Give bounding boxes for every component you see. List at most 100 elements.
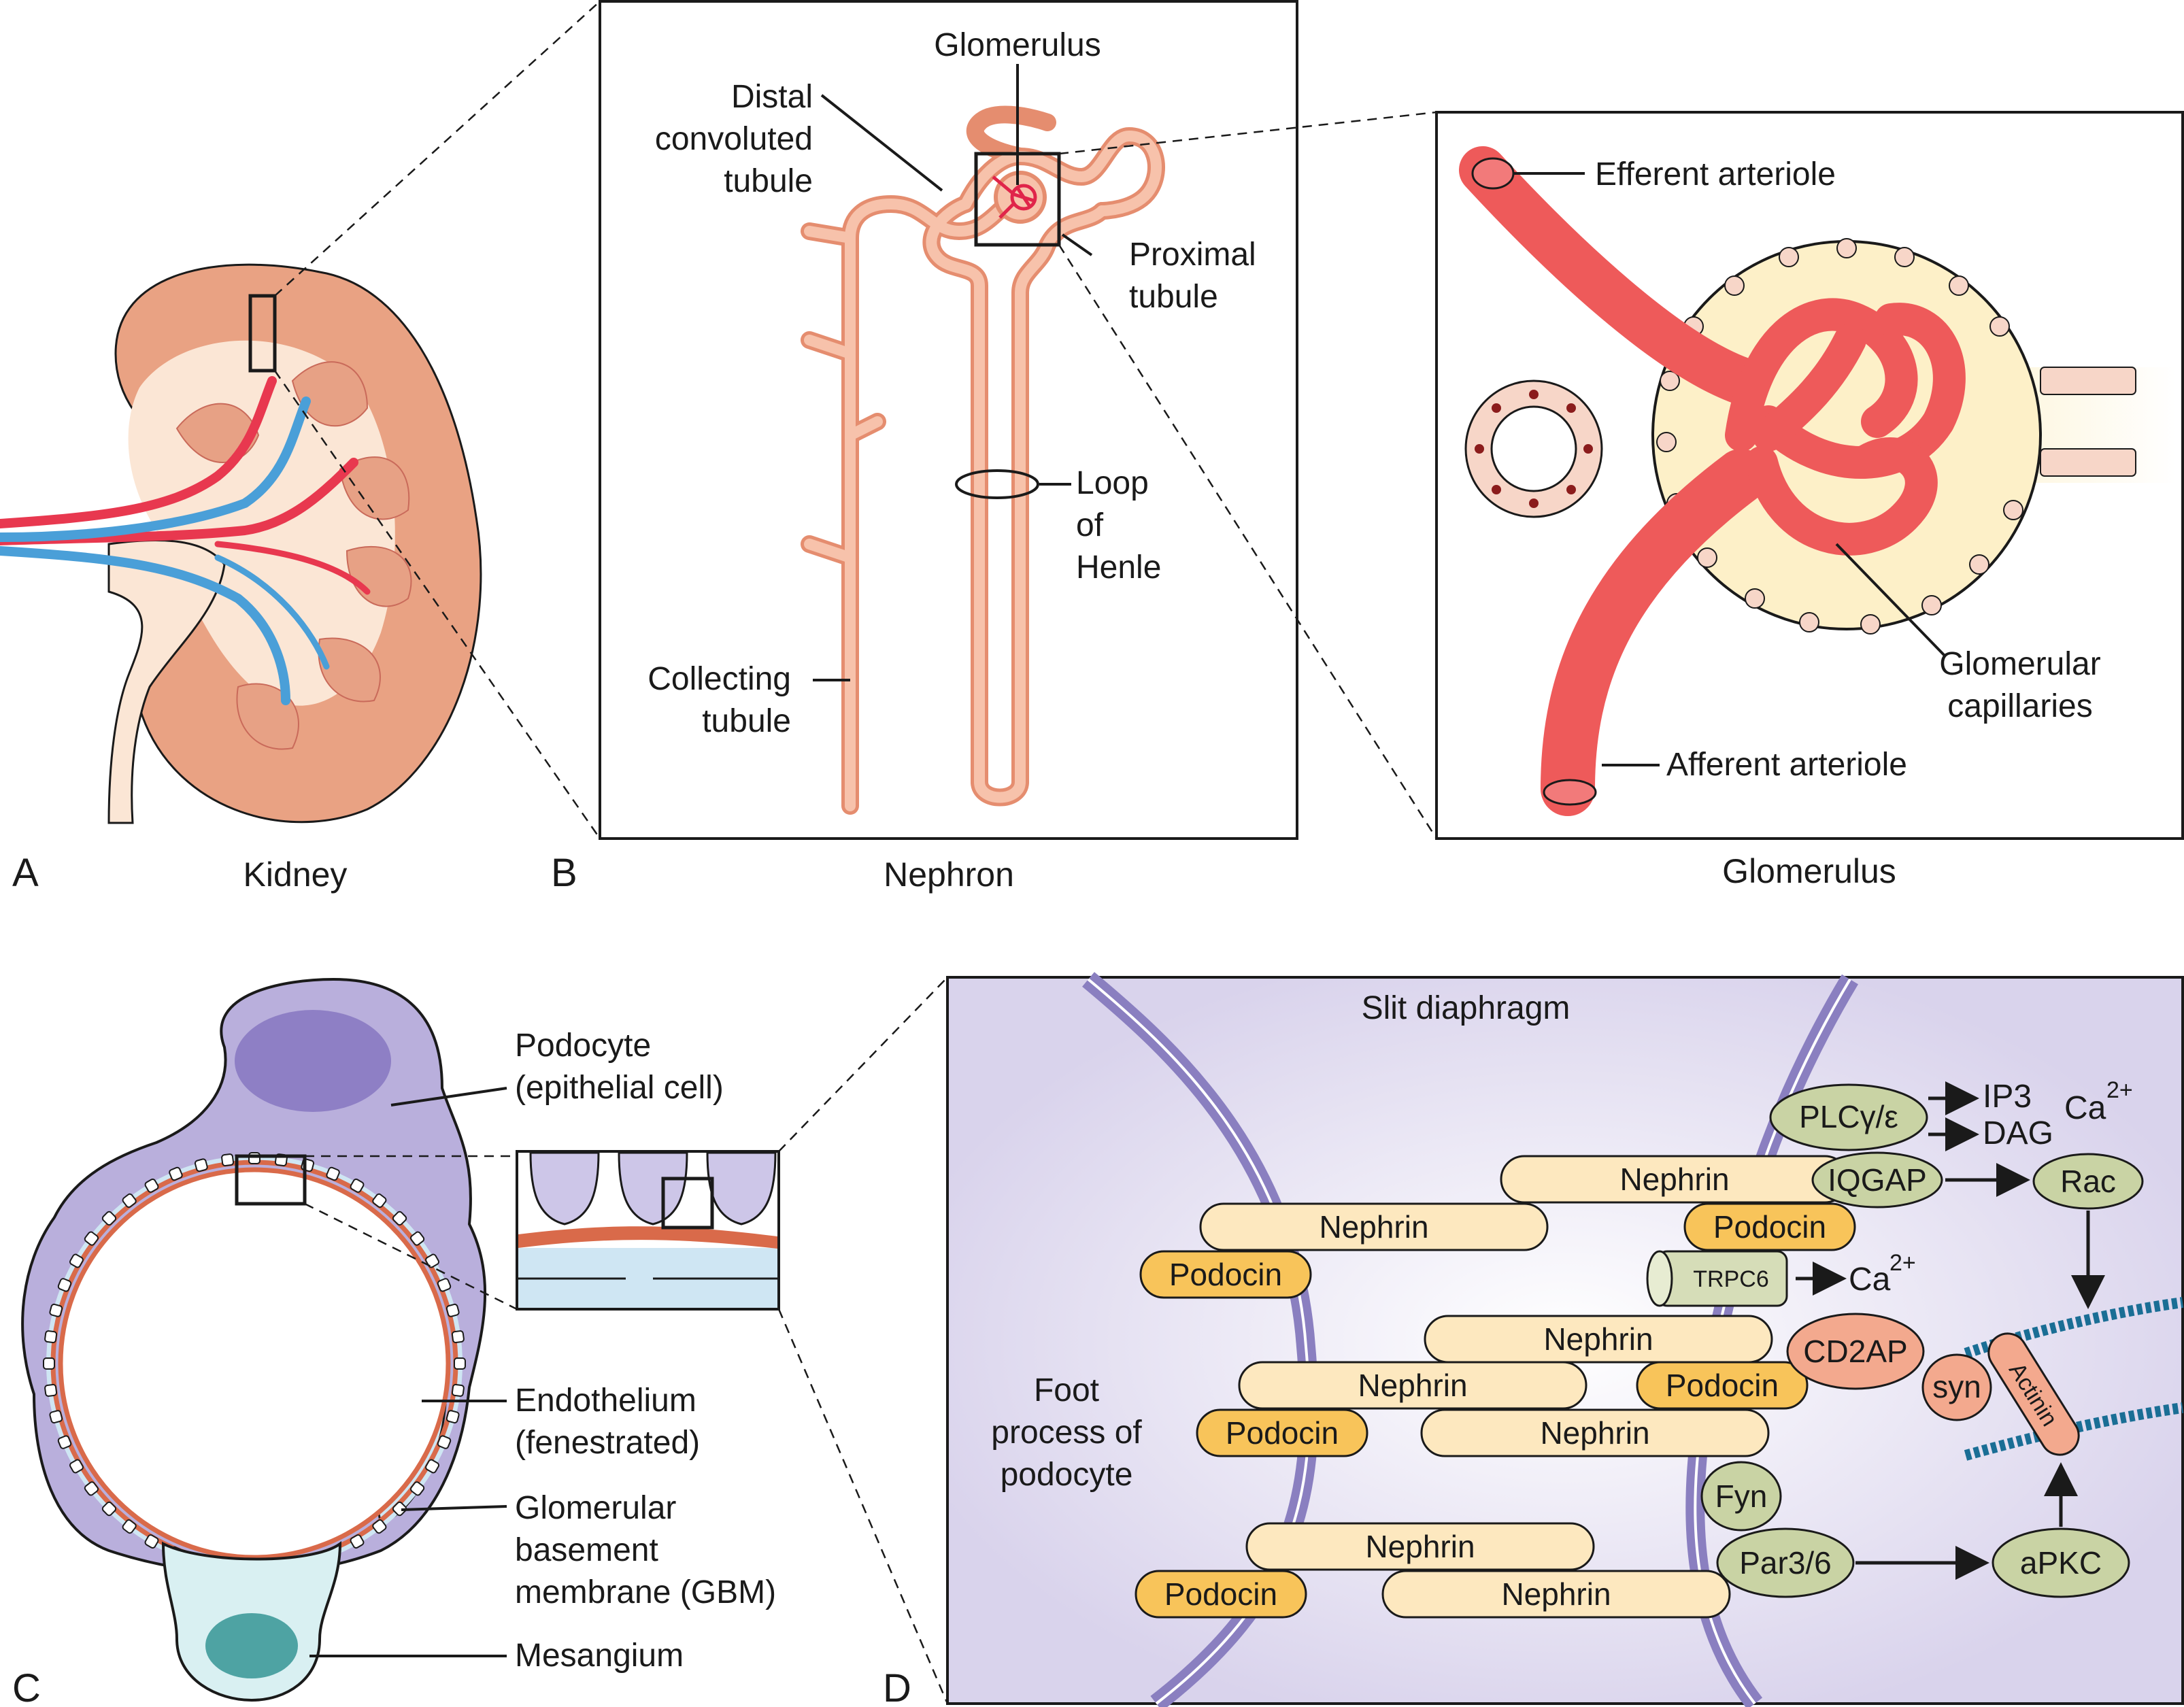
foot-process [372,1519,387,1534]
nephrin-5-label: Nephrin [1540,1415,1649,1451]
podocin-4 [1196,1408,1368,1457]
foot-process [437,1435,452,1449]
foot-process [84,1481,99,1496]
foot-process [409,1481,425,1496]
apkc-label: aPKC [2020,1545,2102,1581]
podocin-2-label: Podocin [1169,1257,1282,1292]
proximal-label-2: tubule [1129,279,1218,315]
foot-process [392,1501,407,1517]
plc-label: PLCγ/ε [1799,1099,1898,1134]
medullary-pyramids [175,361,412,750]
efferent-arteriole-vessel [1459,146,1765,405]
inset-endothelium [518,1248,777,1308]
podocin-2 [1139,1250,1312,1299]
cd2ap-label: CD2AP [1803,1334,1907,1369]
trpc6-channel: TRPC6 [1646,1250,1788,1307]
podocyte-nucleus [235,1010,391,1112]
capillaries-leader [1835,543,1947,658]
fyn-oval [1700,1461,1782,1532]
capillary-lumen [58,1167,451,1560]
foot-process [169,1166,183,1181]
tubule-outflow-cells [2040,367,2136,477]
actinin-rod: Actinin [1987,1332,2080,1456]
nephrin-7-label: Nephrin [1501,1576,1611,1612]
podocin-3 [1636,1361,1809,1410]
foot-process [84,1231,99,1246]
foot-process [101,1211,117,1226]
collecting-label-2: tubule [702,703,791,739]
par-label: Par3/6 [1739,1545,1832,1581]
ip3-label: IP3 [1983,1079,2032,1115]
nephrin-6 [1245,1522,1595,1571]
foot-process [454,1357,466,1370]
nephrin-3 [1424,1315,1773,1364]
foot-process [57,1435,72,1449]
foot-process [437,1278,452,1292]
nephrin-2 [1199,1202,1549,1251]
foot-process [425,1253,440,1268]
foot-process [451,1330,465,1344]
foot-label-1: Foot [1034,1372,1099,1408]
afferent-arteriole-vessel [1541,449,1768,816]
plc-ca-label: Ca [2064,1090,2106,1126]
plc-ca-superscript: 2+ [2106,1077,2133,1103]
gbm-label-1: Glomerular [515,1490,676,1526]
foot-process [248,1152,261,1164]
nephrin-7 [1381,1570,1731,1619]
foot-process [44,1383,58,1397]
nephrin-2-label: Nephrin [1319,1209,1428,1245]
foot-process [144,1534,159,1549]
capillaries-label-2: capillaries [1947,688,2092,724]
capsule-cells [1656,238,2023,635]
foot-process [350,1178,365,1193]
slit-inset [516,1150,780,1311]
trpc6-ca-superscript: 2+ [1889,1250,1916,1276]
podocin-1 [1683,1202,1856,1251]
iqgap-label: IQGAP [1828,1162,1927,1198]
efferent-label: Efferent arteriole [1595,156,1836,192]
rac-label: Rac [2060,1164,2116,1199]
panel-c-capillary: Podocyte (epithelial cell) Endothelium (… [12,977,776,1707]
cd2ap-oval [1786,1313,1925,1390]
capillary-loops [1725,298,1966,556]
glomerulus-label: Glomerulus [934,27,1101,63]
apkc-oval [1992,1527,2130,1598]
foot-process [57,1278,72,1292]
podocin-pills [1135,1202,1856,1619]
foot-process [350,1534,365,1549]
renal-vessels [0,376,371,705]
podocin-5 [1135,1570,1307,1619]
foot-process [49,1303,63,1317]
plc-oval [1769,1083,1928,1151]
foot-process [221,1153,235,1167]
nephrin-5 [1420,1408,1770,1457]
panel-d-letter: D [883,1666,911,1707]
foot-process [69,1253,84,1268]
podocyte-label-1: Podocyte [515,1028,651,1064]
slit-title: Slit diaphragm [1362,990,1570,1026]
nephrin-1-label: Nephrin [1619,1162,1729,1197]
foot-processes [43,1152,466,1575]
nephrin-6-label: Nephrin [1365,1529,1475,1564]
capillaries-label-1: Glomerular [1939,646,2100,682]
loop-label-1: Loop [1076,465,1149,501]
panel-a-letter: A [12,851,39,895]
iqgap-oval [1811,1151,1943,1209]
mesangium-label: Mesangium [515,1638,684,1674]
gbm-label-3: membrane (GBM) [515,1574,776,1610]
nephrin-pills [1199,1155,1849,1619]
foot-process [44,1330,58,1344]
zoom-line-a-b-top [274,1,601,297]
distal-label-1: Distal [731,79,813,115]
nephrin-3-label: Nephrin [1543,1321,1653,1357]
panel-glomerulus: Efferent arteriole Afferent arteriole Gl… [1435,111,2184,890]
zoom-line-inset-d-top [778,977,948,1152]
zoom-line-inset-d-bottom [777,1308,949,1704]
rac-oval [2032,1153,2144,1210]
loop-marker [955,469,1039,499]
endothelium-label-1: Endothelium [515,1383,696,1419]
nephrin-4-label: Nephrin [1358,1368,1467,1403]
zoom-line-b-glom-top [1058,111,1437,155]
inset-gbm [518,1226,777,1249]
